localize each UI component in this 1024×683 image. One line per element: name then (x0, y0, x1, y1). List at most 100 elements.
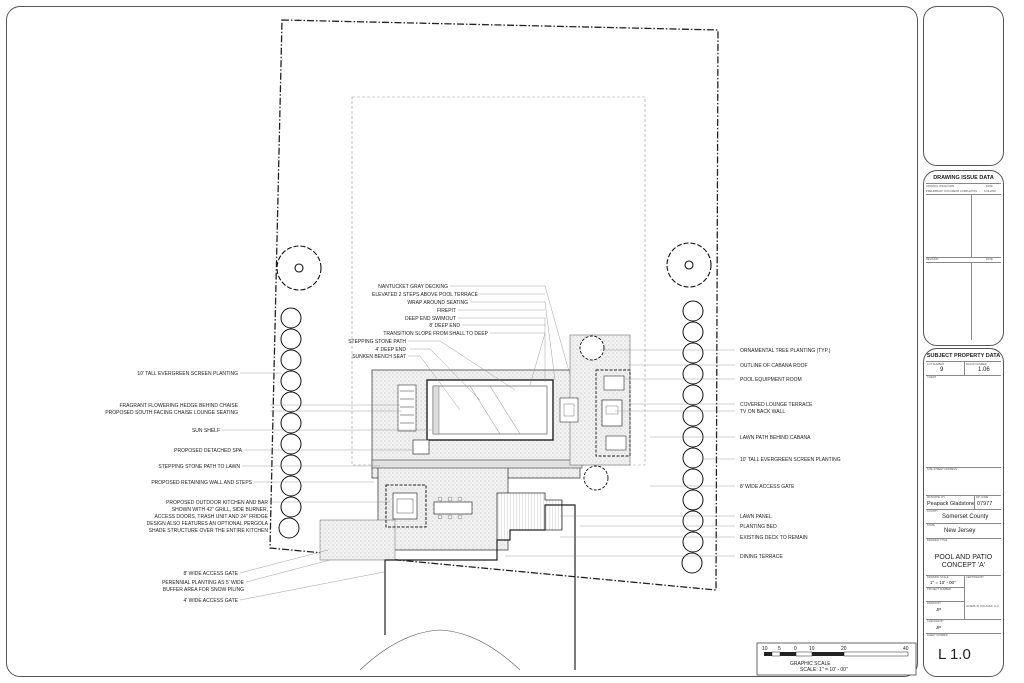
label-equipment-room: POOL EQUIPMENT ROOM (740, 377, 802, 383)
spa (412, 439, 430, 455)
label-elevated-steps: ELEVATED 2 STEPS ABOVE POOL TERRACE (372, 292, 479, 298)
lot-number: 9 (940, 367, 944, 373)
label-chaise-seating: PROPOSED SOUTH FACING CHAISE LOUNGE SEAT… (105, 410, 238, 416)
chaise-lounge-seating (397, 384, 417, 432)
label-evergreen-left: 10' TALL EVERGREEN SCREEN PLANTING (137, 371, 238, 377)
street-label: SITE STREET ADDRESS (927, 468, 957, 471)
dining-table (433, 496, 473, 520)
label-stepping-stone-path: STEPPING STONE PATH (348, 339, 406, 345)
label-evergreen-right: 10' TALL EVERGREEN SCREEN PLANTING (740, 457, 841, 463)
label-access-gate-8-left: 8' WIDE ACCESS GATE (184, 571, 239, 577)
existing-house (359, 504, 576, 671)
scale-subtitle: SCALE: 1" = 10' - 00" (800, 667, 848, 673)
label-perennial-1: PERENNIAL PLANTING AS 5' WIDE (162, 580, 245, 586)
label-fragrant-hedge: FRAGRANT FLOWERING HEDGE BEHIND CHAISE (119, 403, 238, 409)
drawn-by: JP (936, 607, 942, 612)
label-existing-deck: EXISTING DECK TO REMAIN (740, 535, 808, 541)
label-transition-slope: TRANSITION SLOPE FROM SHALL TO DEEP (383, 331, 488, 337)
label-8-deep: 8' DEEP END (429, 323, 460, 329)
scale-tick-2: 5 (778, 646, 781, 652)
pool (426, 379, 554, 441)
evergreen-screen-left (278, 307, 302, 539)
scale-tick-6: 40 (903, 646, 909, 652)
label-kitchen-1: PROPOSED OUTDOOR KITCHEN AND BAR (166, 500, 268, 506)
issue-date: 6-19-2018 (984, 190, 996, 193)
drawing-title-line1: POOL AND PATIO (934, 554, 993, 561)
block-number: 1.06 (978, 367, 990, 373)
checked-label: CHECKED BY (927, 620, 944, 623)
label-tv-wall: TV ON BACK WALL (740, 409, 785, 415)
existing-deck (496, 492, 563, 541)
sheet-label: SHEET NUMBER (927, 634, 948, 637)
certified-label: CERTIFIED BY (966, 576, 984, 579)
label-stepping-path-lawn: STEPPING STONE PATH TO LAWN (158, 464, 240, 470)
label-kitchen-3: ACCESS DOORS, TRASH UNIT AND 24" FRIDGE (154, 514, 268, 520)
project-label: PROJECT NUMBER (927, 588, 952, 591)
drawing-title-line2: CONCEPT 'A' (941, 562, 986, 569)
scale-tick-5: 20 (841, 646, 847, 652)
shade-trees (276, 242, 712, 291)
label-cabana-roof: OUTLINE OF CABANA ROOF (740, 363, 808, 369)
label-dining-terrace: DINING TERRACE (740, 554, 783, 560)
revision-label: REVISION (926, 258, 939, 261)
drawing-sheet (6, 6, 918, 677)
label-access-gate-8-right: 8' WIDE ACCESS GATE (740, 484, 795, 490)
lot-label: LOT NUMBER (927, 363, 944, 366)
issue-panel-title: DRAWING ISSUE DATA (933, 175, 994, 181)
county-label: COUNTY (927, 510, 938, 513)
ornamental-trees (579, 335, 609, 491)
zip-code: 07977 (977, 501, 993, 507)
sheet-number: L 1.0 (938, 646, 971, 663)
label-4-deep: 4' DEEP END (375, 347, 406, 353)
label-kitchen-5: SHADE STRUCTURE OVER THE ENTIRE KITCHEN (149, 528, 269, 534)
label-sunken-bench: SUNKEN BENCH SEAT (352, 354, 406, 360)
scale-tick-4: 10 (809, 646, 815, 652)
label-wrap-seating: WRAP AROUND SEATING (407, 300, 468, 306)
firm-name: JOSEPH R. POLACEK, LLA (966, 605, 999, 608)
label-ornamental-trees: ORNAMENTAL TREE PLANTING (TYP.) (740, 348, 831, 354)
state-label: STATE (927, 524, 935, 527)
label-sun-shelf: SUN SHELF (192, 428, 220, 434)
scale-title: GRAPHIC SCALE (790, 661, 831, 667)
subject-property-panel: SUBJECT PROPERTY DATA LOT NUMBER 9 BLOCK… (923, 348, 1004, 677)
label-kitchen-4: DESIGN ALSO FEATURES AN OPTIONAL PERGOLA (147, 521, 269, 527)
label-decking: NANTUCKET GRAY DECKING (378, 284, 448, 290)
label-lawn-path-cabana: LAWN PATH BEHIND CABANA (740, 435, 811, 441)
client-label: CLIENT (927, 376, 937, 379)
property-panel-title: SUBJECT PROPERTY DATA (926, 353, 1001, 359)
municipality-label: MUNICIPALITY (927, 496, 945, 499)
graphic-scale: 10 5 0 10 20 40 GRAPHIC SCALE SCALE: 1" … (756, 642, 917, 676)
block-label: BLOCK NUMBER (966, 363, 987, 366)
drawing-title-label: DRAWING TITLE (927, 539, 948, 542)
revision-date-col: DATE (986, 258, 993, 261)
original-issue-label: ORIGINAL ISSUE DATE (926, 185, 955, 188)
label-kitchen-2: SHOWN WITH 42" GRILL, SIDE BURNER, (172, 507, 268, 513)
labels-right: ORNAMENTAL TREE PLANTING (TYP.) OUTLINE … (740, 348, 841, 560)
label-firepit: FIREPIT (437, 308, 456, 314)
issue-date-col: DATE (986, 185, 993, 188)
municipality: Peapack Gladstone (927, 501, 976, 507)
label-spa: PROPOSED DETACHED SPA (174, 448, 243, 454)
property-line (269, 19, 719, 591)
scale-tick-3: 0 (794, 646, 797, 652)
label-access-gate-4: 4' WIDE ACCESS GATE (184, 598, 239, 604)
label-lawn-panel: LAWN PANEL (740, 514, 772, 520)
zip-label: ZIP CODE (976, 496, 989, 499)
drawing-scale: 1" = 10' - 00" (930, 580, 956, 585)
leader-lines (222, 285, 735, 601)
label-covered-lounge: COVERED LOUNGE TERRACE (740, 402, 813, 408)
label-retaining-wall: PROPOSED RETAINING WALL AND STEPS (151, 480, 252, 486)
label-planting-bed: PLANTING BED (740, 524, 777, 530)
labels-top: NANTUCKET GRAY DECKING ELEVATED 2 STEPS … (348, 284, 488, 360)
drawn-label: DRAWN BY (927, 602, 941, 605)
title-block-logo-panel (923, 6, 1004, 166)
scale-label: DRAWING SCALE (927, 576, 949, 579)
outdoor-kitchen (385, 484, 427, 528)
state: New Jersey (944, 528, 976, 534)
labels-left: 10' TALL EVERGREEN SCREEN PLANTING FRAGR… (105, 371, 268, 604)
label-perennial-2: BUFFER AREA FOR SNOW PILING (163, 587, 244, 593)
prelim-label: PRELIMINARY DOCUMENT COMPLETION (926, 190, 978, 193)
drawing-issue-panel: DRAWING ISSUE DATA ORIGINAL ISSUE DATE P… (923, 170, 1004, 346)
checked-by: JP (936, 625, 942, 630)
